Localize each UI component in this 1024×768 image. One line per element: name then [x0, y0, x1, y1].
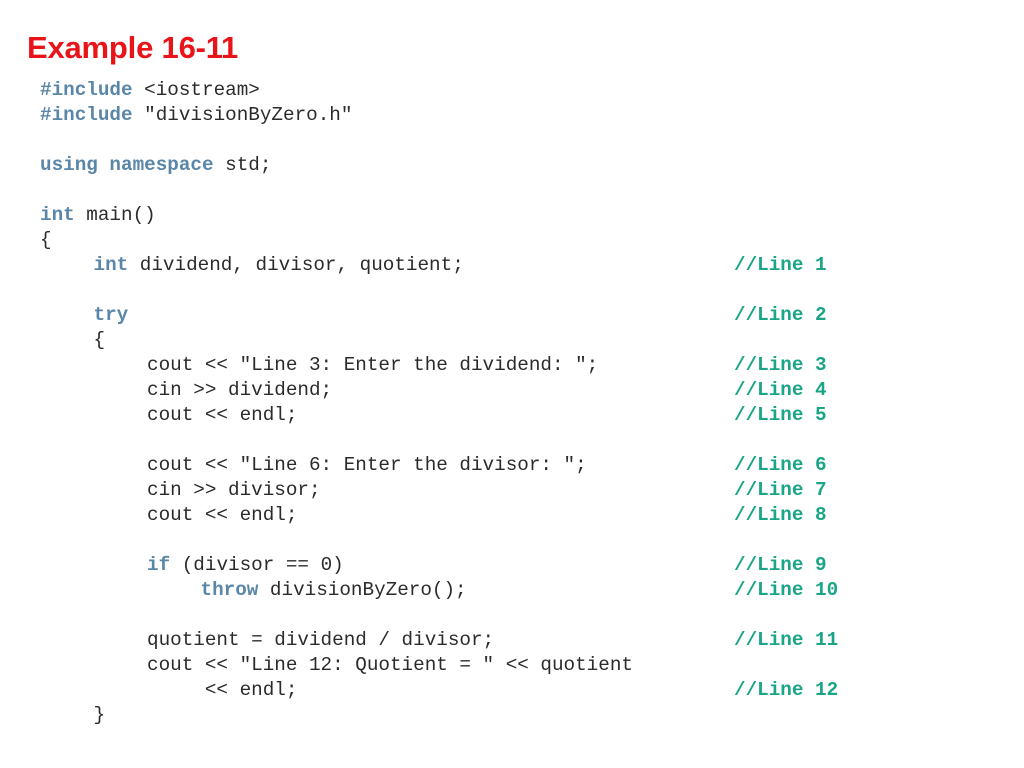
code-line: cout << endl; [147, 503, 297, 528]
code-text: << endl; [147, 679, 298, 701]
slide-title: Example 16-11 [27, 30, 239, 65]
line-comment: //Line 10 [734, 579, 839, 601]
code-keyword: int [93, 254, 129, 276]
line-comment: //Line 7 [734, 479, 827, 501]
code-line: { [40, 228, 52, 253]
line-comment: //Line 4 [734, 379, 827, 401]
line-comment: //Line 6 [734, 454, 827, 476]
code-line: #include "divisionByZero.h" [40, 103, 352, 128]
code-keyword: int [40, 204, 75, 226]
code-line: using namespace std; [40, 153, 271, 178]
line-comment: //Line 3 [734, 354, 827, 376]
code-line: cin >> divisor; [147, 478, 321, 503]
code-keyword: #include [40, 79, 133, 101]
code-line: try [94, 303, 129, 328]
code-text: divisionByZero(); [258, 579, 467, 601]
code-keyword: using namespace [40, 154, 214, 176]
code-text: (divisor == 0) [170, 554, 344, 576]
code-line: << endl; [147, 678, 298, 703]
line-comment: //Line 9 [734, 554, 827, 576]
line-comment: //Line 1 [734, 254, 827, 276]
code-line: throw divisionByZero(); [201, 578, 467, 603]
code-line: { [94, 328, 106, 353]
code-line: } [94, 703, 106, 728]
code-text: <iostream> [132, 79, 260, 101]
code-keyword: try [93, 304, 129, 326]
line-comment: //Line 12 [734, 679, 839, 701]
code-line: quotient = dividend / divisor; [147, 628, 494, 653]
code-keyword: #include [40, 104, 133, 126]
code-text: main() [74, 204, 156, 226]
code-line: cout << "Line 3: Enter the dividend: "; [147, 353, 598, 378]
line-comment: //Line 8 [734, 504, 827, 526]
line-comment: //Line 2 [734, 304, 827, 326]
code-listing: #include <iostream>#include "divisionByZ… [40, 78, 940, 738]
code-text: quotient = dividend / divisor; [147, 629, 495, 651]
code-text: { [40, 229, 52, 251]
code-text: cout << "Line 12: Quotient = " << quotie… [147, 654, 633, 676]
code-text: cout << endl; [147, 404, 298, 426]
code-line: #include <iostream> [40, 78, 260, 103]
line-comment: //Line 5 [734, 404, 827, 426]
code-line: if (divisor == 0) [147, 553, 344, 578]
code-text: std; [213, 154, 272, 176]
code-text: cout << "Line 3: Enter the dividend: "; [147, 354, 599, 376]
code-line: cout << "Line 6: Enter the divisor: "; [147, 453, 587, 478]
code-text: } [93, 704, 106, 726]
code-text: cin >> divisor; [147, 479, 321, 501]
code-text: cin >> dividend; [147, 379, 333, 401]
code-line: int dividend, divisor, quotient; [94, 253, 464, 278]
code-text: cout << "Line 6: Enter the divisor: "; [147, 454, 587, 476]
code-line: int main() [40, 203, 156, 228]
code-text: "divisionByZero.h" [132, 104, 353, 126]
code-text: cout << endl; [147, 504, 298, 526]
code-keyword: if [147, 554, 171, 576]
code-text: dividend, divisor, quotient; [128, 254, 464, 276]
code-line: cout << endl; [147, 403, 297, 428]
code-line: cin >> dividend; [147, 378, 332, 403]
code-keyword: throw [200, 579, 259, 601]
line-comment: //Line 11 [734, 629, 839, 651]
code-text: { [93, 329, 106, 351]
code-line: cout << "Line 12: Quotient = " << quotie… [147, 653, 633, 678]
